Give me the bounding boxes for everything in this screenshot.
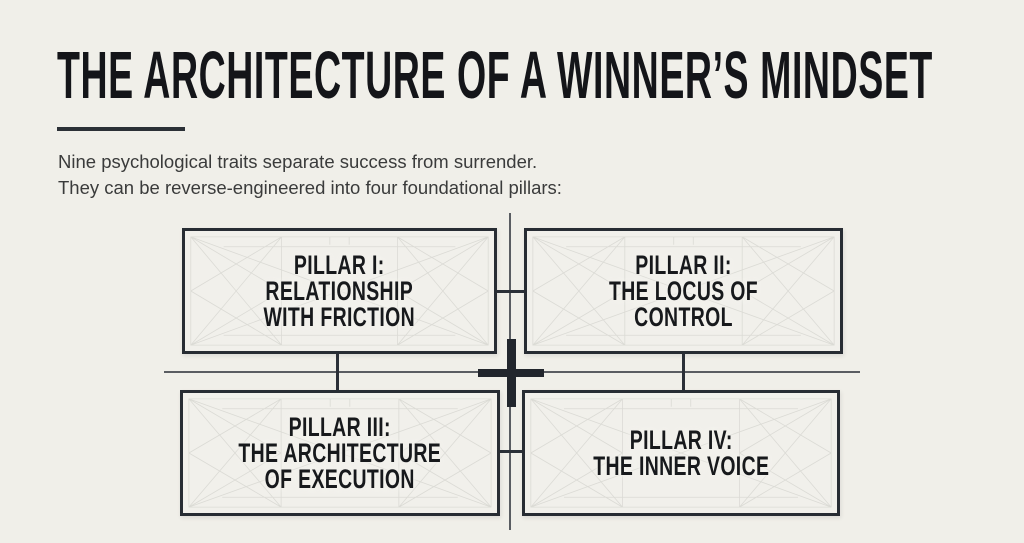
connector-pillar1-pillar2: [497, 290, 524, 293]
page-title-text: THE ARCHITECTURE OF A WINNER’S MINDSET: [57, 38, 933, 113]
pillar-3-label: PILLAR III: THE ARCHITECTURE OF EXECUTIO…: [238, 412, 442, 494]
pillar-box-3: PILLAR III: THE ARCHITECTURE OF EXECUTIO…: [180, 390, 500, 516]
center-cross-vertical-bar: [507, 339, 516, 407]
pillar-4-label: PILLAR IV: THE INNER VOICE: [592, 425, 770, 481]
blueprint-pattern: [525, 393, 837, 513]
pillar-1-label: PILLAR I: RELATIONSHIP WITH FRICTION: [263, 250, 416, 332]
title-underline: [57, 127, 185, 131]
pillar-2-label: PILLAR II: THE LOCUS OF CONTROL: [608, 250, 759, 332]
pillar-box-1: PILLAR I: RELATIONSHIP WITH FRICTION: [182, 228, 497, 354]
blueprint-pattern: [183, 393, 497, 513]
connector-pillar1-down: [336, 354, 339, 372]
subtitle-line-1: Nine psychological traits separate succe…: [58, 151, 538, 172]
connector-pillar3-up: [336, 372, 339, 391]
connector-pillar4-up: [682, 372, 685, 391]
blueprint-pattern: [527, 231, 840, 351]
subtitle: Nine psychological traits separate succe…: [58, 149, 562, 201]
pillar-box-4: PILLAR IV: THE INNER VOICE: [522, 390, 840, 516]
connector-pillar2-down: [682, 354, 685, 372]
blueprint-pattern: [185, 231, 494, 351]
connector-pillar3-pillar4: [500, 450, 522, 453]
subtitle-line-2: They can be reverse-engineered into four…: [58, 177, 562, 198]
page-title: THE ARCHITECTURE OF A WINNER’S MINDSET: [57, 42, 1024, 109]
pillar-box-2: PILLAR II: THE LOCUS OF CONTROL: [524, 228, 843, 354]
